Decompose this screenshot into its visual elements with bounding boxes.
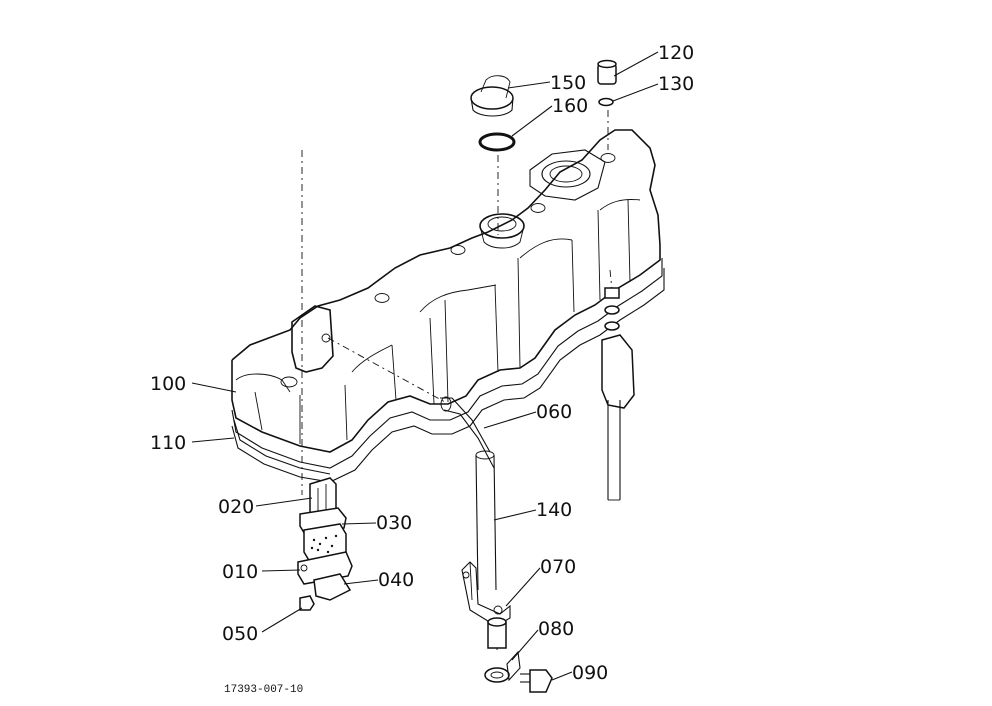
callout-050: 050 [222, 623, 258, 645]
o-ring-160 [478, 132, 516, 152]
washer-130 [598, 97, 614, 107]
pipe-bracket-070 [461, 561, 511, 627]
stud-and-bracket [601, 287, 635, 501]
part-callouts: 120 130 150 160 100 110 060 140 020 030 … [150, 42, 694, 684]
cap-nut-120 [597, 59, 617, 85]
callout-090: 090 [572, 662, 608, 684]
callout-060: 060 [536, 401, 572, 423]
bolt-090 [520, 669, 553, 693]
clamp-plate-040 [313, 573, 352, 601]
breather-hose-060 [440, 396, 495, 469]
breather-filter-030 [299, 507, 347, 563]
pipe-stub [487, 617, 507, 649]
callout-030: 030 [376, 512, 412, 534]
figure-id: 17393-007-10 [224, 684, 303, 696]
oil-filler-cap-150 [470, 75, 514, 117]
callout-130: 130 [658, 73, 694, 95]
callout-150: 150 [550, 72, 586, 94]
head-cover-100 [231, 129, 665, 483]
callout-080: 080 [538, 618, 574, 640]
clamp-080 [484, 650, 521, 683]
callout-160: 160 [552, 95, 588, 117]
callout-110: 110 [150, 432, 186, 454]
leader-lines [191, 51, 659, 681]
callout-100: 100 [150, 373, 186, 395]
callout-010: 010 [222, 561, 258, 583]
callout-020: 020 [218, 496, 254, 518]
callout-140: 140 [536, 499, 572, 521]
breather-pipe-140 [475, 450, 497, 591]
callout-040: 040 [378, 569, 414, 591]
callout-070: 070 [540, 556, 576, 578]
callout-120: 120 [658, 42, 694, 64]
bolt-050 [299, 595, 315, 611]
